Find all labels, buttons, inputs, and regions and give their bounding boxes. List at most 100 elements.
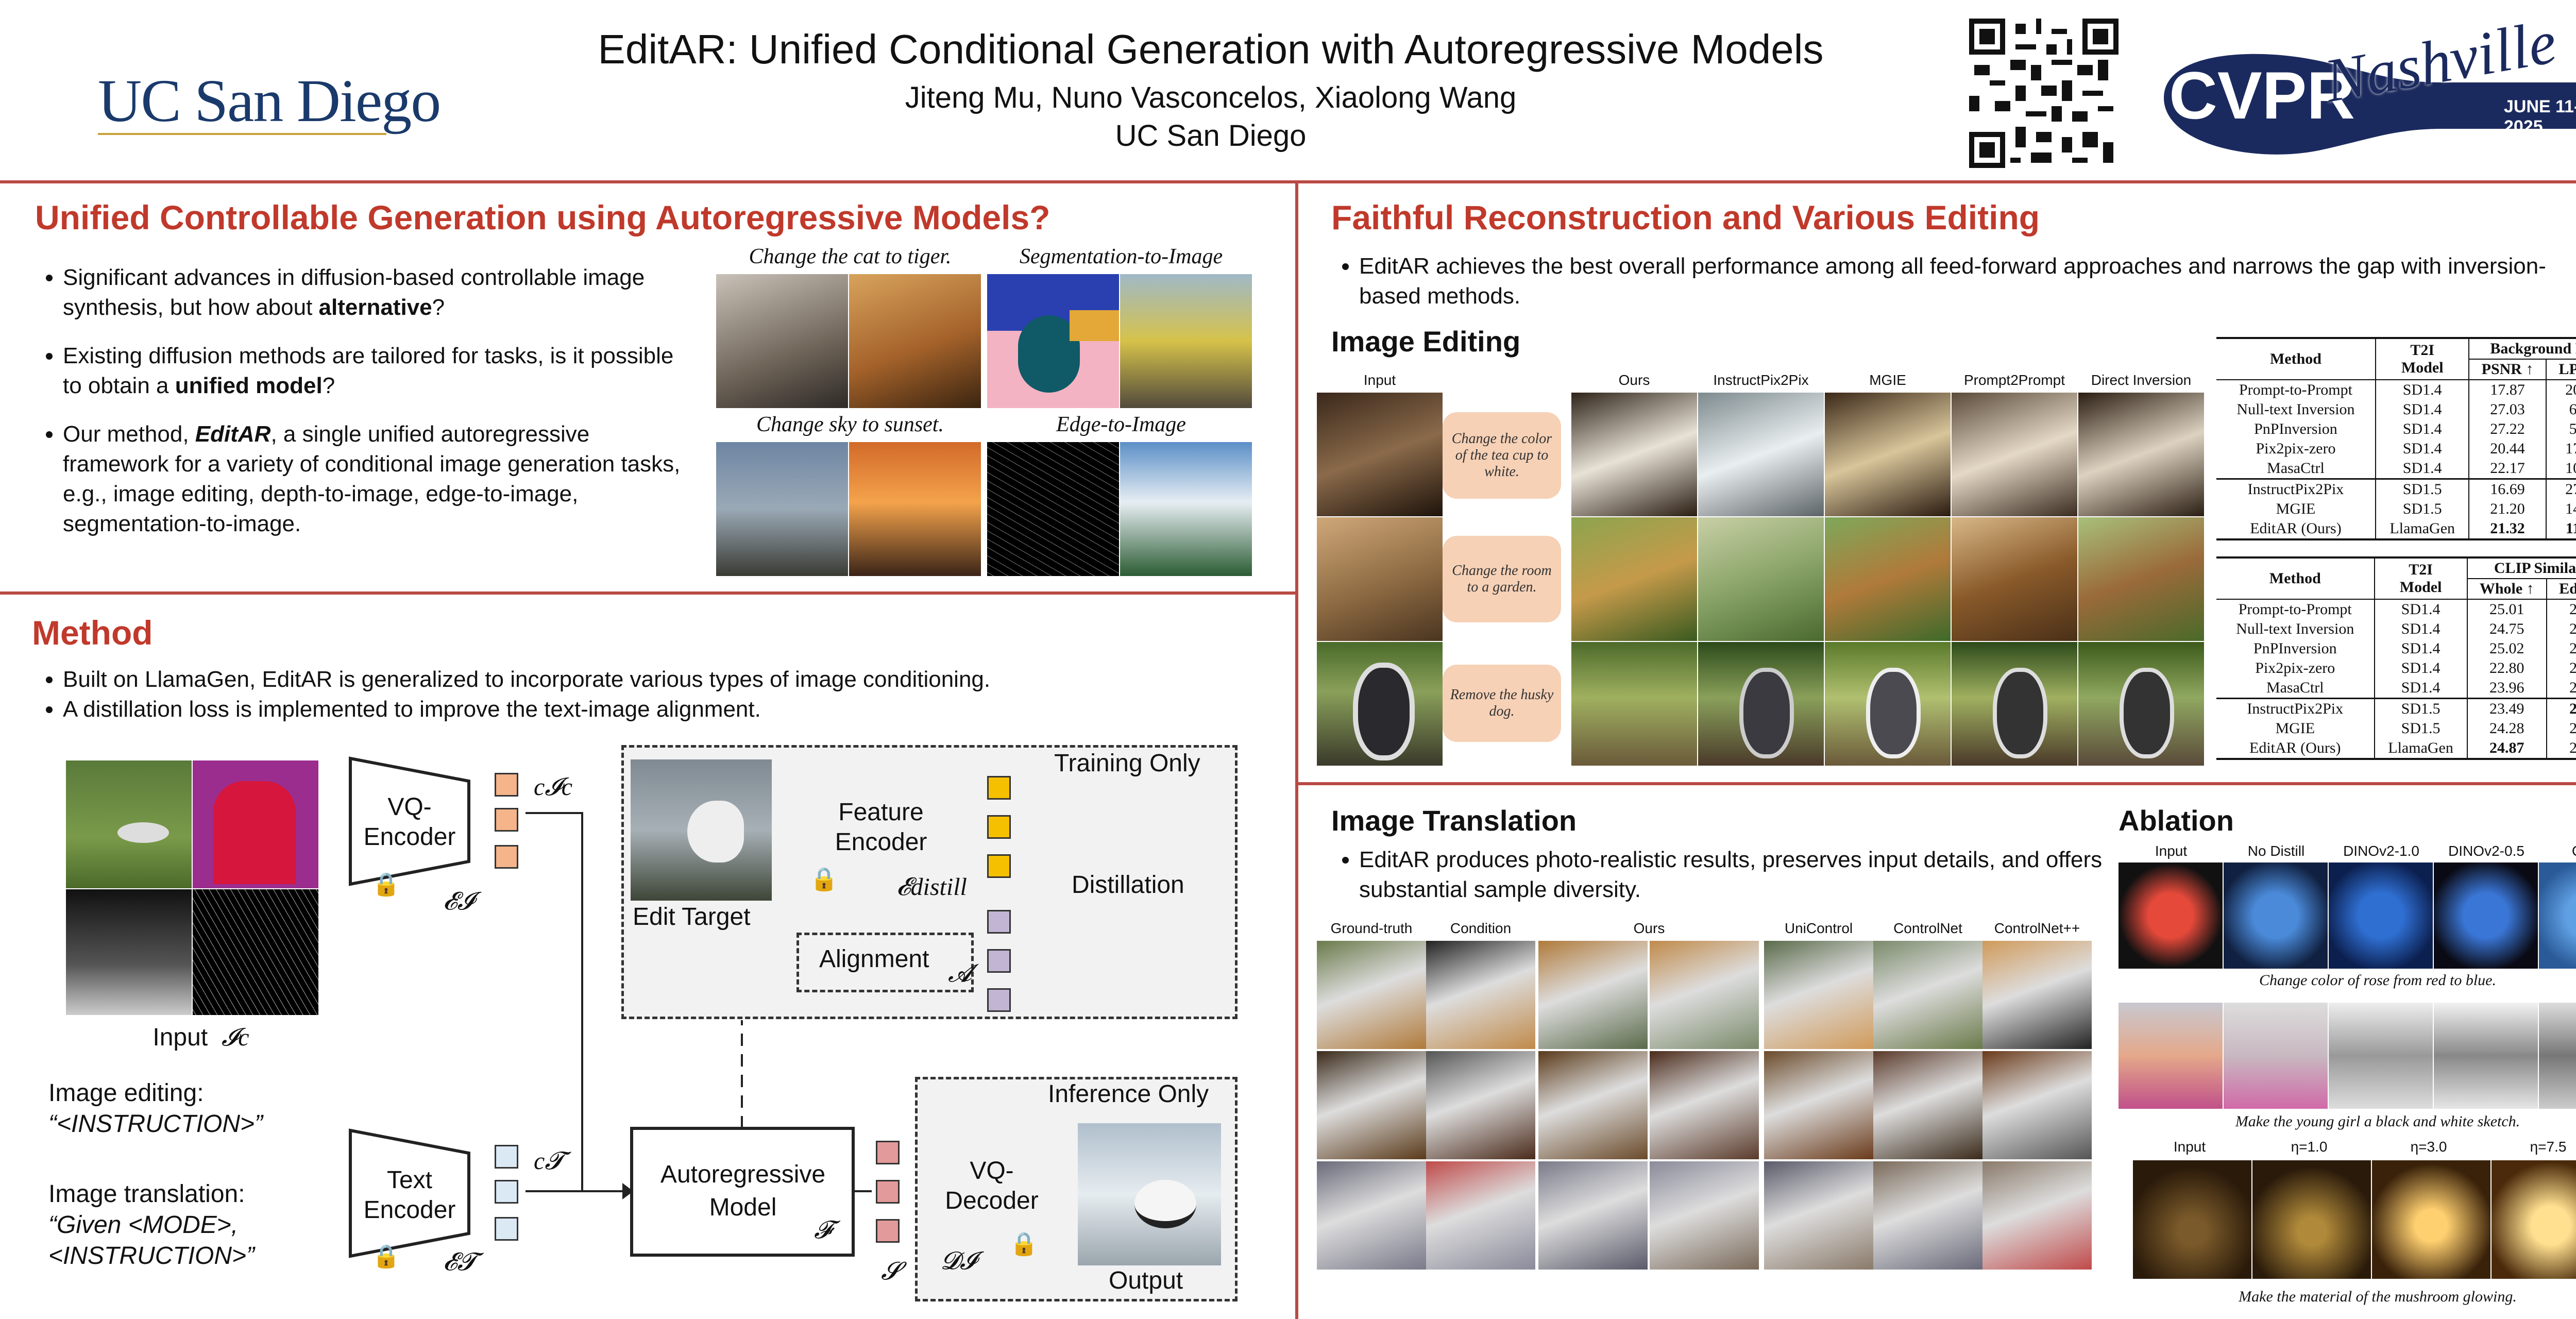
guitar-icon (2164, 54, 2576, 155)
table2-cell: 21.79 (2569, 720, 2576, 737)
text-token-2 (495, 1180, 518, 1204)
text-encoder-symbol: 𝓔𝓣 (443, 1248, 477, 1276)
table2-cell: SD1.4 (2374, 678, 2468, 699)
table1-cell: 17.87 (2469, 380, 2547, 400)
translation-thumbnail (1764, 1161, 1873, 1270)
col-ground-truth: Ground-truth (1330, 920, 1413, 936)
table1-cell: SD1.4 (2375, 400, 2470, 419)
ar-model-symbol: 𝓕 (814, 1216, 833, 1244)
table1-cell: 21.20 (2469, 499, 2547, 519)
qr-code-icon[interactable] (1969, 19, 2119, 168)
image-translation-title: Image Translation (1331, 804, 1577, 837)
edit-mgie-husky (1825, 642, 1951, 766)
mushroom-eta3 (2372, 1160, 2490, 1279)
section-method-title: Method (32, 614, 153, 652)
girl-dino10 (2329, 1003, 2433, 1109)
method-bullet-1: Built on LlamaGen, EditAR is generalized… (63, 665, 1268, 695)
col-mgie: MGIE (1869, 372, 1906, 388)
edit-p2p-husky (1952, 642, 2077, 766)
table2-cell: 24.28 (2467, 719, 2547, 738)
edit-mgie-tea (1825, 393, 1951, 516)
poster-affiliation: UC San Diego (1115, 119, 1307, 153)
table1-header-bgprev: Background Prev (2469, 338, 2576, 360)
feature-lock-icon: 🔒 (810, 867, 838, 892)
distill-encoder-symbol: 𝓔distill (896, 873, 967, 901)
section-editing-title: Faithful Reconstruction and Various Edit… (1331, 198, 2040, 236)
table1-cell: 60.67 (2569, 401, 2576, 418)
image-translation-prompt-1: “Given <MODE>, (48, 1211, 239, 1239)
translation-thumbnail (1426, 1161, 1535, 1270)
table1-cell: PnPInversion (2216, 419, 2376, 439)
align-token-3 (987, 988, 1011, 1012)
intro-caption-2: Segmentation-to-Image (1019, 245, 1223, 268)
cvpr-dates: JUNE 11-15, 2025 (2504, 97, 2576, 137)
translation-thumbnail (1426, 1051, 1535, 1159)
image-token-2 (495, 808, 518, 832)
edit-ip2p-room (1698, 517, 1824, 641)
image-editing-prompt: “<INSTRUCTION>” (48, 1110, 263, 1138)
table1-cell: 16.69 (2469, 479, 2547, 499)
rose-nodistill (2224, 863, 2328, 969)
ablation-col-clip: CLIP (2539, 843, 2576, 859)
image-editing-title: Image Editing (1331, 325, 1521, 358)
edit-di-tea (2078, 393, 2204, 516)
translation-thumbnail (1873, 1051, 1982, 1159)
mushroom-eta1 (2252, 1160, 2371, 1279)
table1-cell: Null-text Inversion (2216, 400, 2376, 419)
ablation-col-nodistill: No Distill (2247, 843, 2305, 859)
table2-cell: 20.54 (2569, 660, 2576, 677)
rose-input (2119, 863, 2223, 969)
distill-token-1 (987, 776, 1011, 800)
table1-cell: InstructPix2Pix (2216, 479, 2376, 499)
table2-cell: MGIE (2216, 719, 2375, 738)
edit-input-husky (1317, 642, 1443, 766)
align-token-2 (987, 949, 1011, 973)
table2-cell: SD1.5 (2374, 719, 2468, 738)
edit-ip2p-husky (1698, 642, 1824, 766)
distillation-label: Distillation (1072, 871, 1184, 899)
table1-cell: SD1.4 (2375, 380, 2470, 400)
table1-header-lpips: LPIPS ↓ (2558, 361, 2576, 378)
instruction-tea: Change the color of the tea cup to white… (1443, 412, 1561, 499)
table1-cell: 208.80 (2565, 381, 2576, 398)
table2-cell: SD1.4 (2374, 639, 2468, 658)
table2-cell: MasaCtrl (2216, 678, 2375, 699)
output-seq-symbol: 𝓢 (881, 1258, 901, 1285)
ablation-col-dino05: DINOv2-0.5 (2448, 843, 2524, 859)
translation-thumbnail (1873, 941, 1982, 1049)
translation-thumbnail (1538, 941, 1648, 1049)
feature-encoder-label: Feature Encoder (835, 799, 927, 856)
edit-ours-husky (1571, 642, 1697, 766)
intro-bullet-2: Existing diffusion methods are tailored … (63, 341, 697, 401)
edit-di-husky (2078, 642, 2204, 766)
col-controlnet-plus: ControlNet++ (1994, 920, 2080, 936)
table2-cell: 24.87 (2467, 738, 2547, 759)
background-preservation-table: Method T2I Model Background Prev PSNR ↑ … (2216, 337, 2576, 540)
table1-header-t2i: T2I Model (2375, 338, 2470, 380)
tiger-image (849, 274, 981, 408)
eta-col-input: Input (2173, 1139, 2206, 1155)
method-diagram-connectors (349, 756, 1062, 1269)
translation-thumbnail (1317, 1051, 1426, 1159)
table1-cell: 20.44 (2469, 439, 2547, 459)
inference-only-label: Inference Only (1048, 1080, 1209, 1108)
edit-ip2p-tea (1698, 393, 1824, 516)
input-edge-image (193, 889, 318, 1015)
training-only-label: Training Only (1054, 750, 1200, 777)
ablation-caption-1: Change color of rose from red to blue. (2259, 972, 2496, 989)
col-condition: Condition (1450, 920, 1512, 936)
table2-cell: SD1.4 (2374, 599, 2468, 619)
intro-bullet-1: Significant advances in diffusion-based … (63, 263, 697, 323)
col-instructpix2pix: InstructPix2Pix (1713, 372, 1809, 388)
output-label: Output (1109, 1267, 1183, 1294)
ablation-caption-2: Make the young girl a black and white sk… (2235, 1113, 2520, 1130)
edit-p2p-room (1952, 517, 2077, 641)
table1-cell: 21.32 (2469, 519, 2547, 539)
translation-thumbnail (1317, 941, 1426, 1049)
sky-image (716, 442, 848, 576)
translation-thumbnail (1873, 1161, 1982, 1270)
